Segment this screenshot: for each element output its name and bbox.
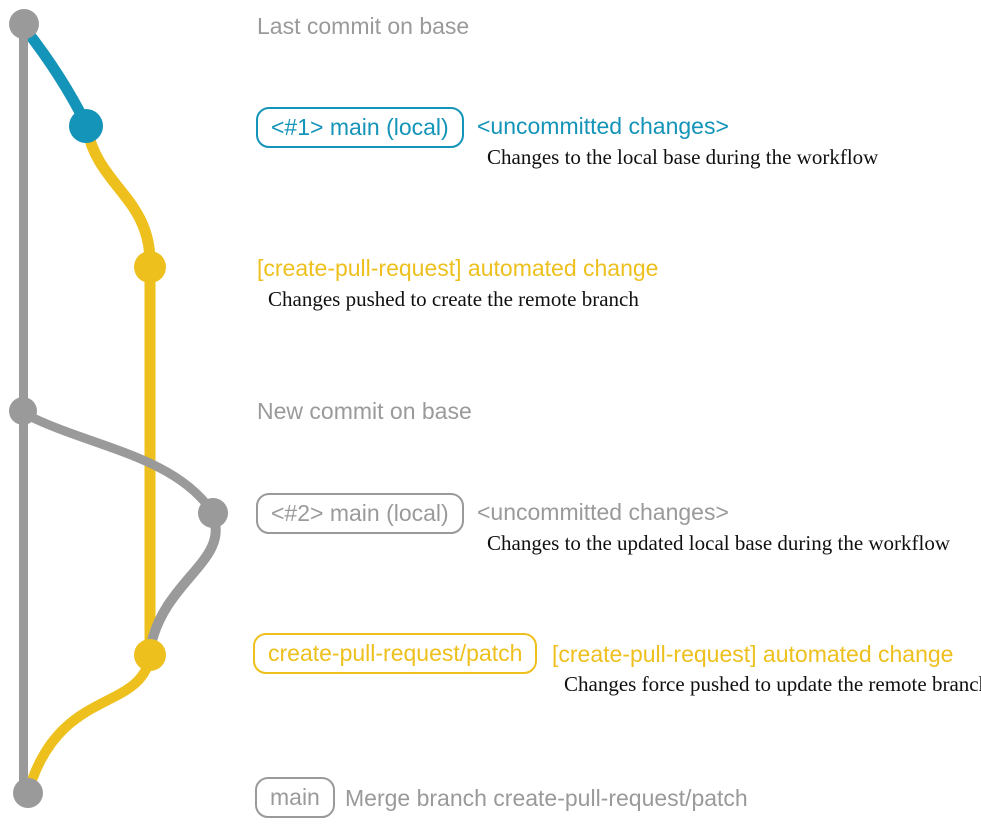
annotation-automated-change-1: [create-pull-request] automated change [257, 255, 659, 281]
description-uncommitted-2: Changes to the updated local base during… [487, 531, 951, 555]
patch-branch-line [81, 122, 156, 661]
commit-node-base-new [9, 397, 37, 425]
branch-badge-main: main [255, 777, 335, 818]
annotation-automated-change-2: [create-pull-request] automated change [552, 641, 954, 667]
commit-node-main-local-2 [198, 498, 228, 528]
commit-node-patch-1 [134, 251, 166, 283]
annotation-merge-commit: Merge branch create-pull-request/patch [345, 785, 748, 811]
annotation-new-commit: New commit on base [257, 398, 472, 424]
commit-node-base-tip [9, 9, 39, 39]
commit-node-main-local-1 [69, 109, 103, 143]
branch-badge-main-local-1-label: <#1> main (local) [271, 114, 449, 140]
local-main-line-1 [20, 24, 92, 130]
branch-badge-cpr-patch: create-pull-request/patch [253, 633, 538, 674]
branch-badge-main-local-2-label: <#2> main (local) [271, 500, 449, 526]
annotation-uncommitted-2: <uncommitted changes> [477, 499, 729, 525]
annotation-last-commit: Last commit on base [257, 13, 470, 39]
branch-badge-main-label: main [270, 784, 320, 810]
local-main-line-2 [20, 409, 216, 515]
commit-node-merge [13, 778, 43, 808]
commit-node-patch-2 [134, 639, 166, 671]
annotation-uncommitted-1: <uncommitted changes> [477, 113, 729, 139]
description-automated-change-2: Changes force pushed to update the remot… [564, 672, 981, 696]
description-automated-change-1: Changes pushed to create the remote bran… [268, 287, 639, 311]
branch-badge-main-local-1: <#1> main (local) [256, 107, 464, 148]
description-uncommitted-1: Changes to the local base during the wor… [487, 145, 879, 169]
local-main-line-3 [146, 511, 221, 650]
branch-badge-main-local-2: <#2> main (local) [256, 493, 464, 534]
patch-merge-line [25, 653, 155, 791]
branch-badge-cpr-patch-label: create-pull-request/patch [268, 640, 523, 666]
